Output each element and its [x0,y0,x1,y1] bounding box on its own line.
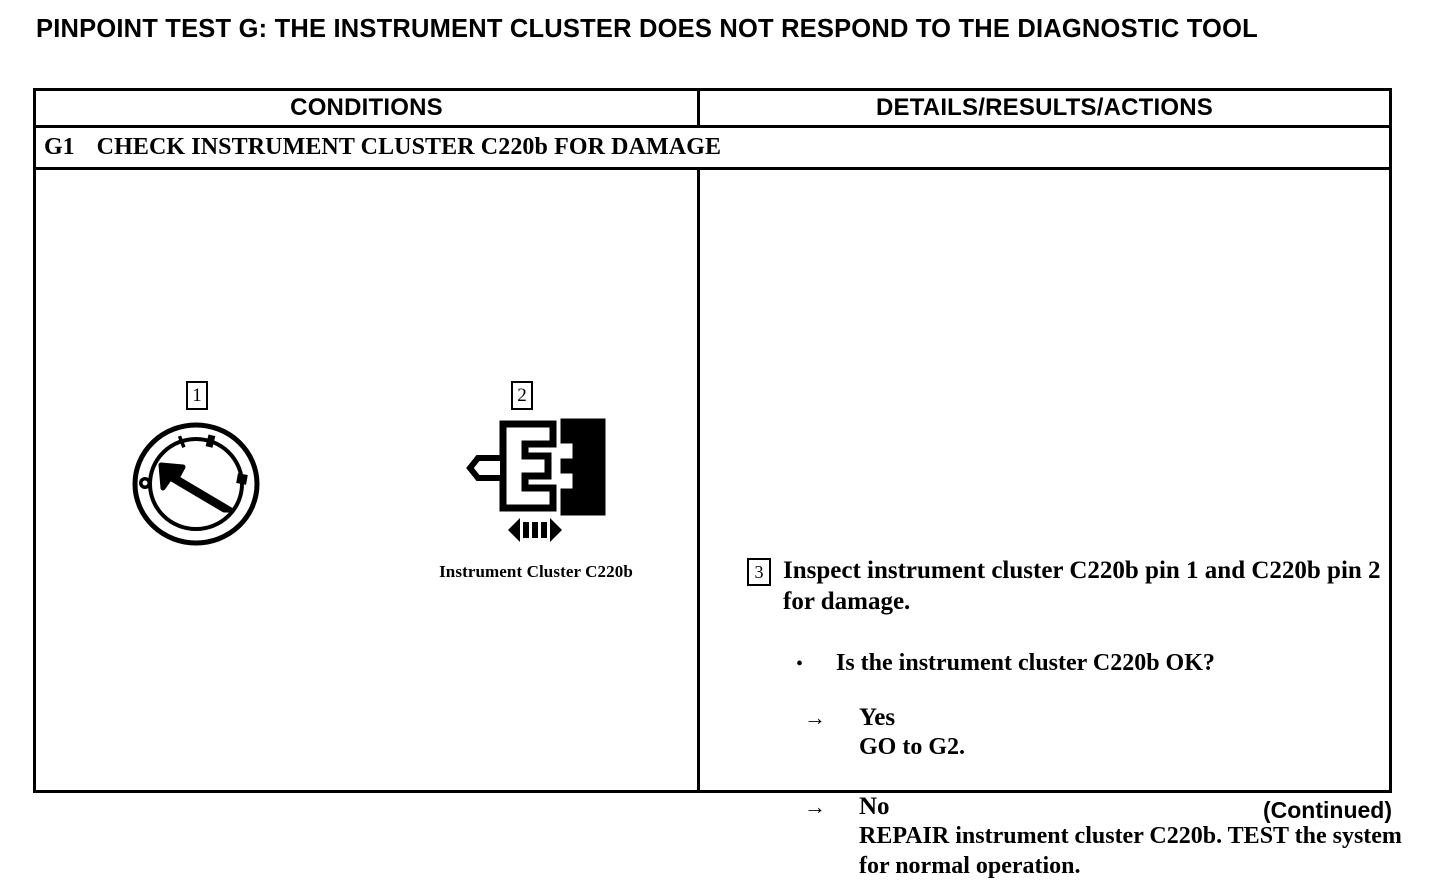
step-title-row: G1 CHECK INSTRUMENT CLUSTER C220b FOR DA… [36,128,1389,170]
branch-action-yes: GO to G2. [859,734,965,760]
branch-yes: → Yes GO to G2. [804,703,1414,762]
table-header-row: CONDITIONS DETAILS/RESULTS/ACTIONS [36,91,1389,128]
instruction-text: Inspect instrument cluster C220b pin 1 a… [783,557,1381,615]
connector-disconnect-icon [456,410,611,545]
callout-number-2: 2 [511,381,533,410]
continued-note: (Continued) [1262,797,1392,823]
column-header-conditions: CONDITIONS [36,91,700,125]
double-arrow-icon [508,518,562,542]
figure-caption: Instrument Cluster C220b [439,562,633,581]
page-title: PINPOINT TEST G: THE INSTRUMENT CLUSTER … [36,15,1258,43]
callout-number-3: 3 [747,558,771,586]
pinpoint-test-table: CONDITIONS DETAILS/RESULTS/ACTIONS G1 CH… [33,88,1402,879]
arrow-right-icon: → [804,794,826,819]
branch-label-yes: Yes [859,704,896,731]
branch-action-no: REPAIR instrument cluster C220b. TEST th… [859,823,1402,879]
step-title: CHECK INSTRUMENT CLUSTER C220b FOR DAMAG… [96,134,722,160]
step-id: G1 [44,134,75,160]
table-body: 1 2 [36,170,1402,879]
branch-label-no: No [859,793,890,820]
ignition-switch-icon [131,422,261,547]
callout-number-1: 1 [186,381,208,410]
column-header-details: DETAILS/RESULTS/ACTIONS [875,94,1214,121]
arrow-right-icon: → [804,705,826,730]
conditions-cell: 1 2 [36,170,700,790]
question-item: • Is the instrument cluster C220b OK? [796,648,1396,678]
details-cell: 3 Inspect instrument cluster C220b pin 1… [700,170,1402,879]
question-text: Is the instrument cluster C220b OK? [836,650,1215,676]
bullet-icon: • [796,653,804,675]
